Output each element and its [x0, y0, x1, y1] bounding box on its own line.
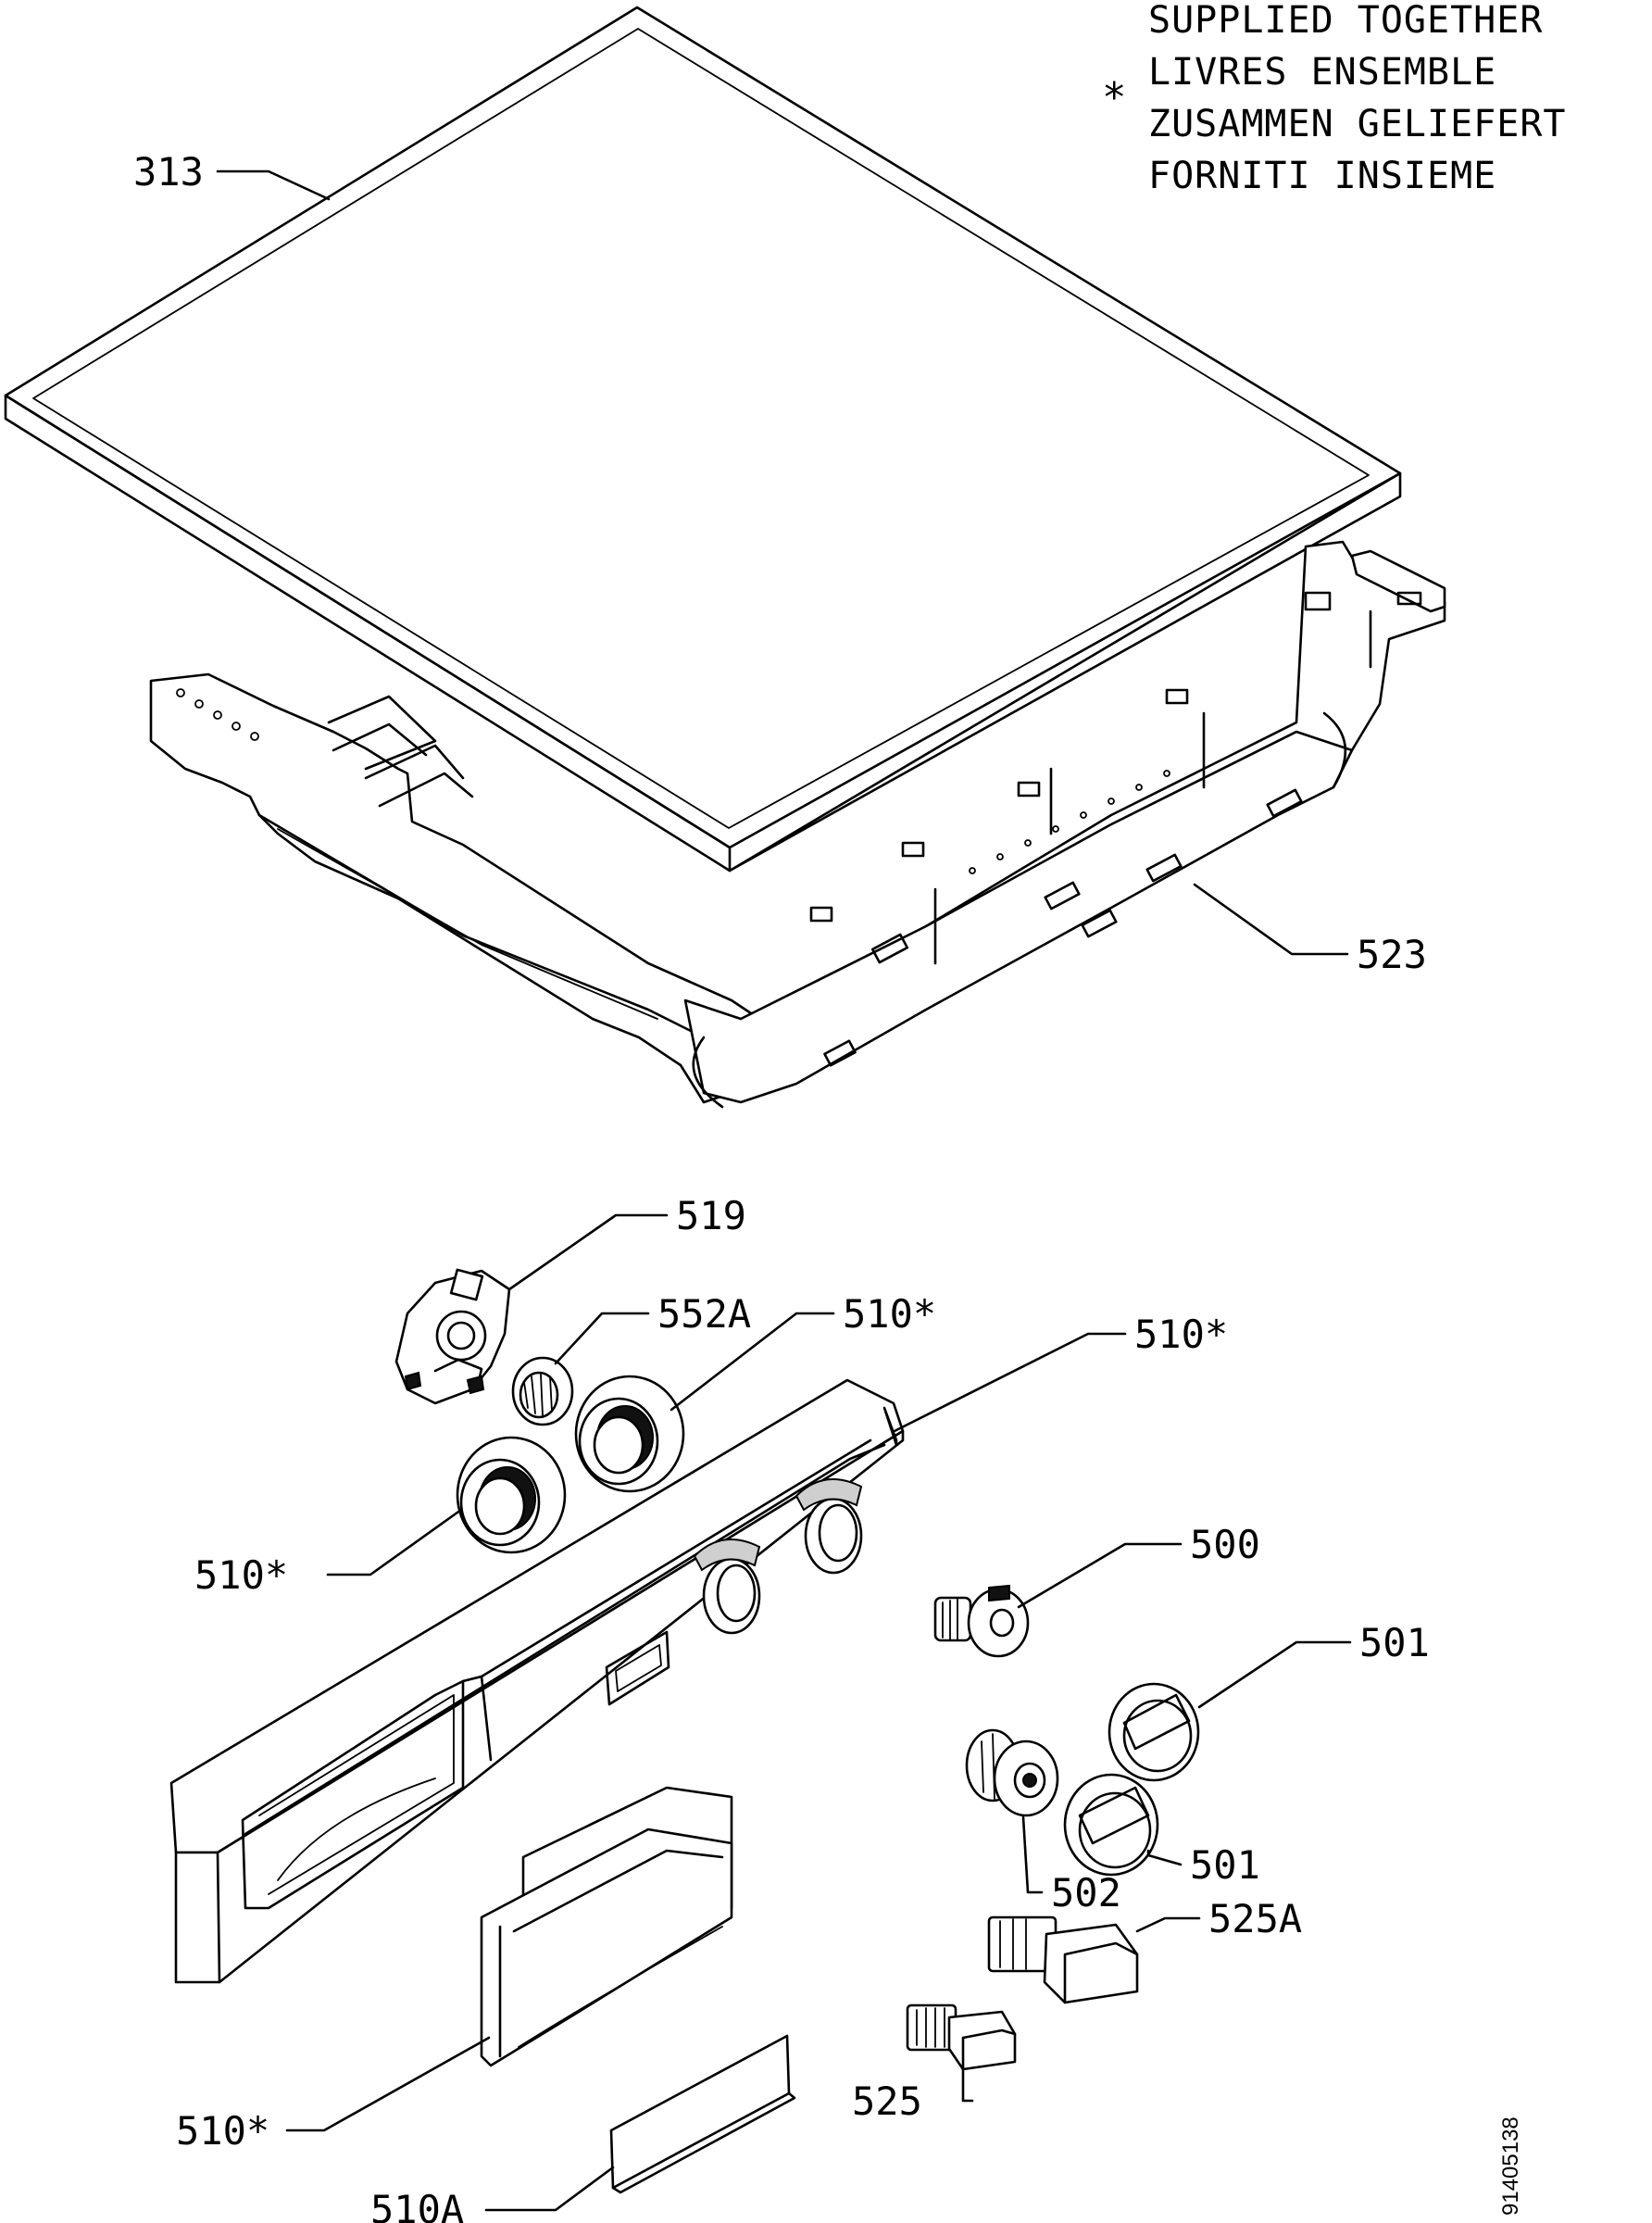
- callout-500: 500: [1190, 1522, 1260, 1567]
- callout-525: 525: [852, 2079, 922, 2124]
- part-313-top-cover: [4, 6, 1402, 873]
- callout-510-panel: 510*: [1134, 1312, 1228, 1357]
- frame-holes: [969, 770, 1170, 874]
- callout-523: 523: [1357, 932, 1427, 977]
- rail-holes: [176, 688, 259, 741]
- callout-519: 519: [676, 1193, 746, 1238]
- part-501-knob-bottom: [1063, 1773, 1159, 1877]
- callout-552A: 552A: [657, 1291, 751, 1337]
- part-525A-button: [987, 1915, 1139, 2004]
- callout-labels: 313 523 519 552A 510* 510* 510* 500 501 …: [133, 149, 1430, 2223]
- part-510A-label: [609, 2034, 796, 2194]
- part-510-drawer-handle: [480, 1786, 733, 2067]
- note-line-de: ZUSAMMEN GELIEFERT: [1148, 103, 1567, 145]
- callout-502: 502: [1051, 1870, 1121, 1915]
- asterisk-symbol: *: [1102, 74, 1127, 121]
- callout-525A: 525A: [1208, 1896, 1302, 1941]
- callout-313: 313: [133, 149, 204, 195]
- leader-lines: [216, 170, 1352, 2212]
- part-523-panel-frame: [149, 540, 1446, 1109]
- part-500-adapter: [933, 1584, 1030, 1658]
- part-525-button: [906, 2003, 1017, 2071]
- callout-501-bottom: 501: [1190, 1842, 1260, 1888]
- part-552A-ring: [511, 1356, 574, 1426]
- part-510-knob-left: [456, 1436, 567, 1554]
- frame-slots: [809, 591, 1332, 1067]
- callout-501-top: 501: [1359, 1620, 1430, 1665]
- note-line-it: FORNITI INSIEME: [1148, 155, 1497, 197]
- part-519-bracket: [394, 1268, 511, 1405]
- callout-510-drawer: 510*: [176, 2108, 269, 2154]
- part-510-knob-right: [574, 1375, 685, 1493]
- callout-510-knob-left: 510*: [194, 1552, 288, 1598]
- part-510-front-panel: [169, 1378, 905, 1984]
- callout-510A: 510A: [370, 2187, 464, 2223]
- document-number: 91405138: [1498, 2116, 1523, 2216]
- note-line-fr: LIVRES ENSEMBLE: [1148, 51, 1497, 94]
- callout-510-knob-top: 510*: [843, 1291, 936, 1337]
- part-502-shaft: [965, 1728, 1059, 1817]
- supplied-together-note: SUPPLIED TOGETHER LIVRES ENSEMBLE ZUSAMM…: [1148, 0, 1566, 202]
- part-501-knob-top: [1108, 1682, 1200, 1782]
- note-line-en: SUPPLIED TOGETHER: [1148, 0, 1544, 42]
